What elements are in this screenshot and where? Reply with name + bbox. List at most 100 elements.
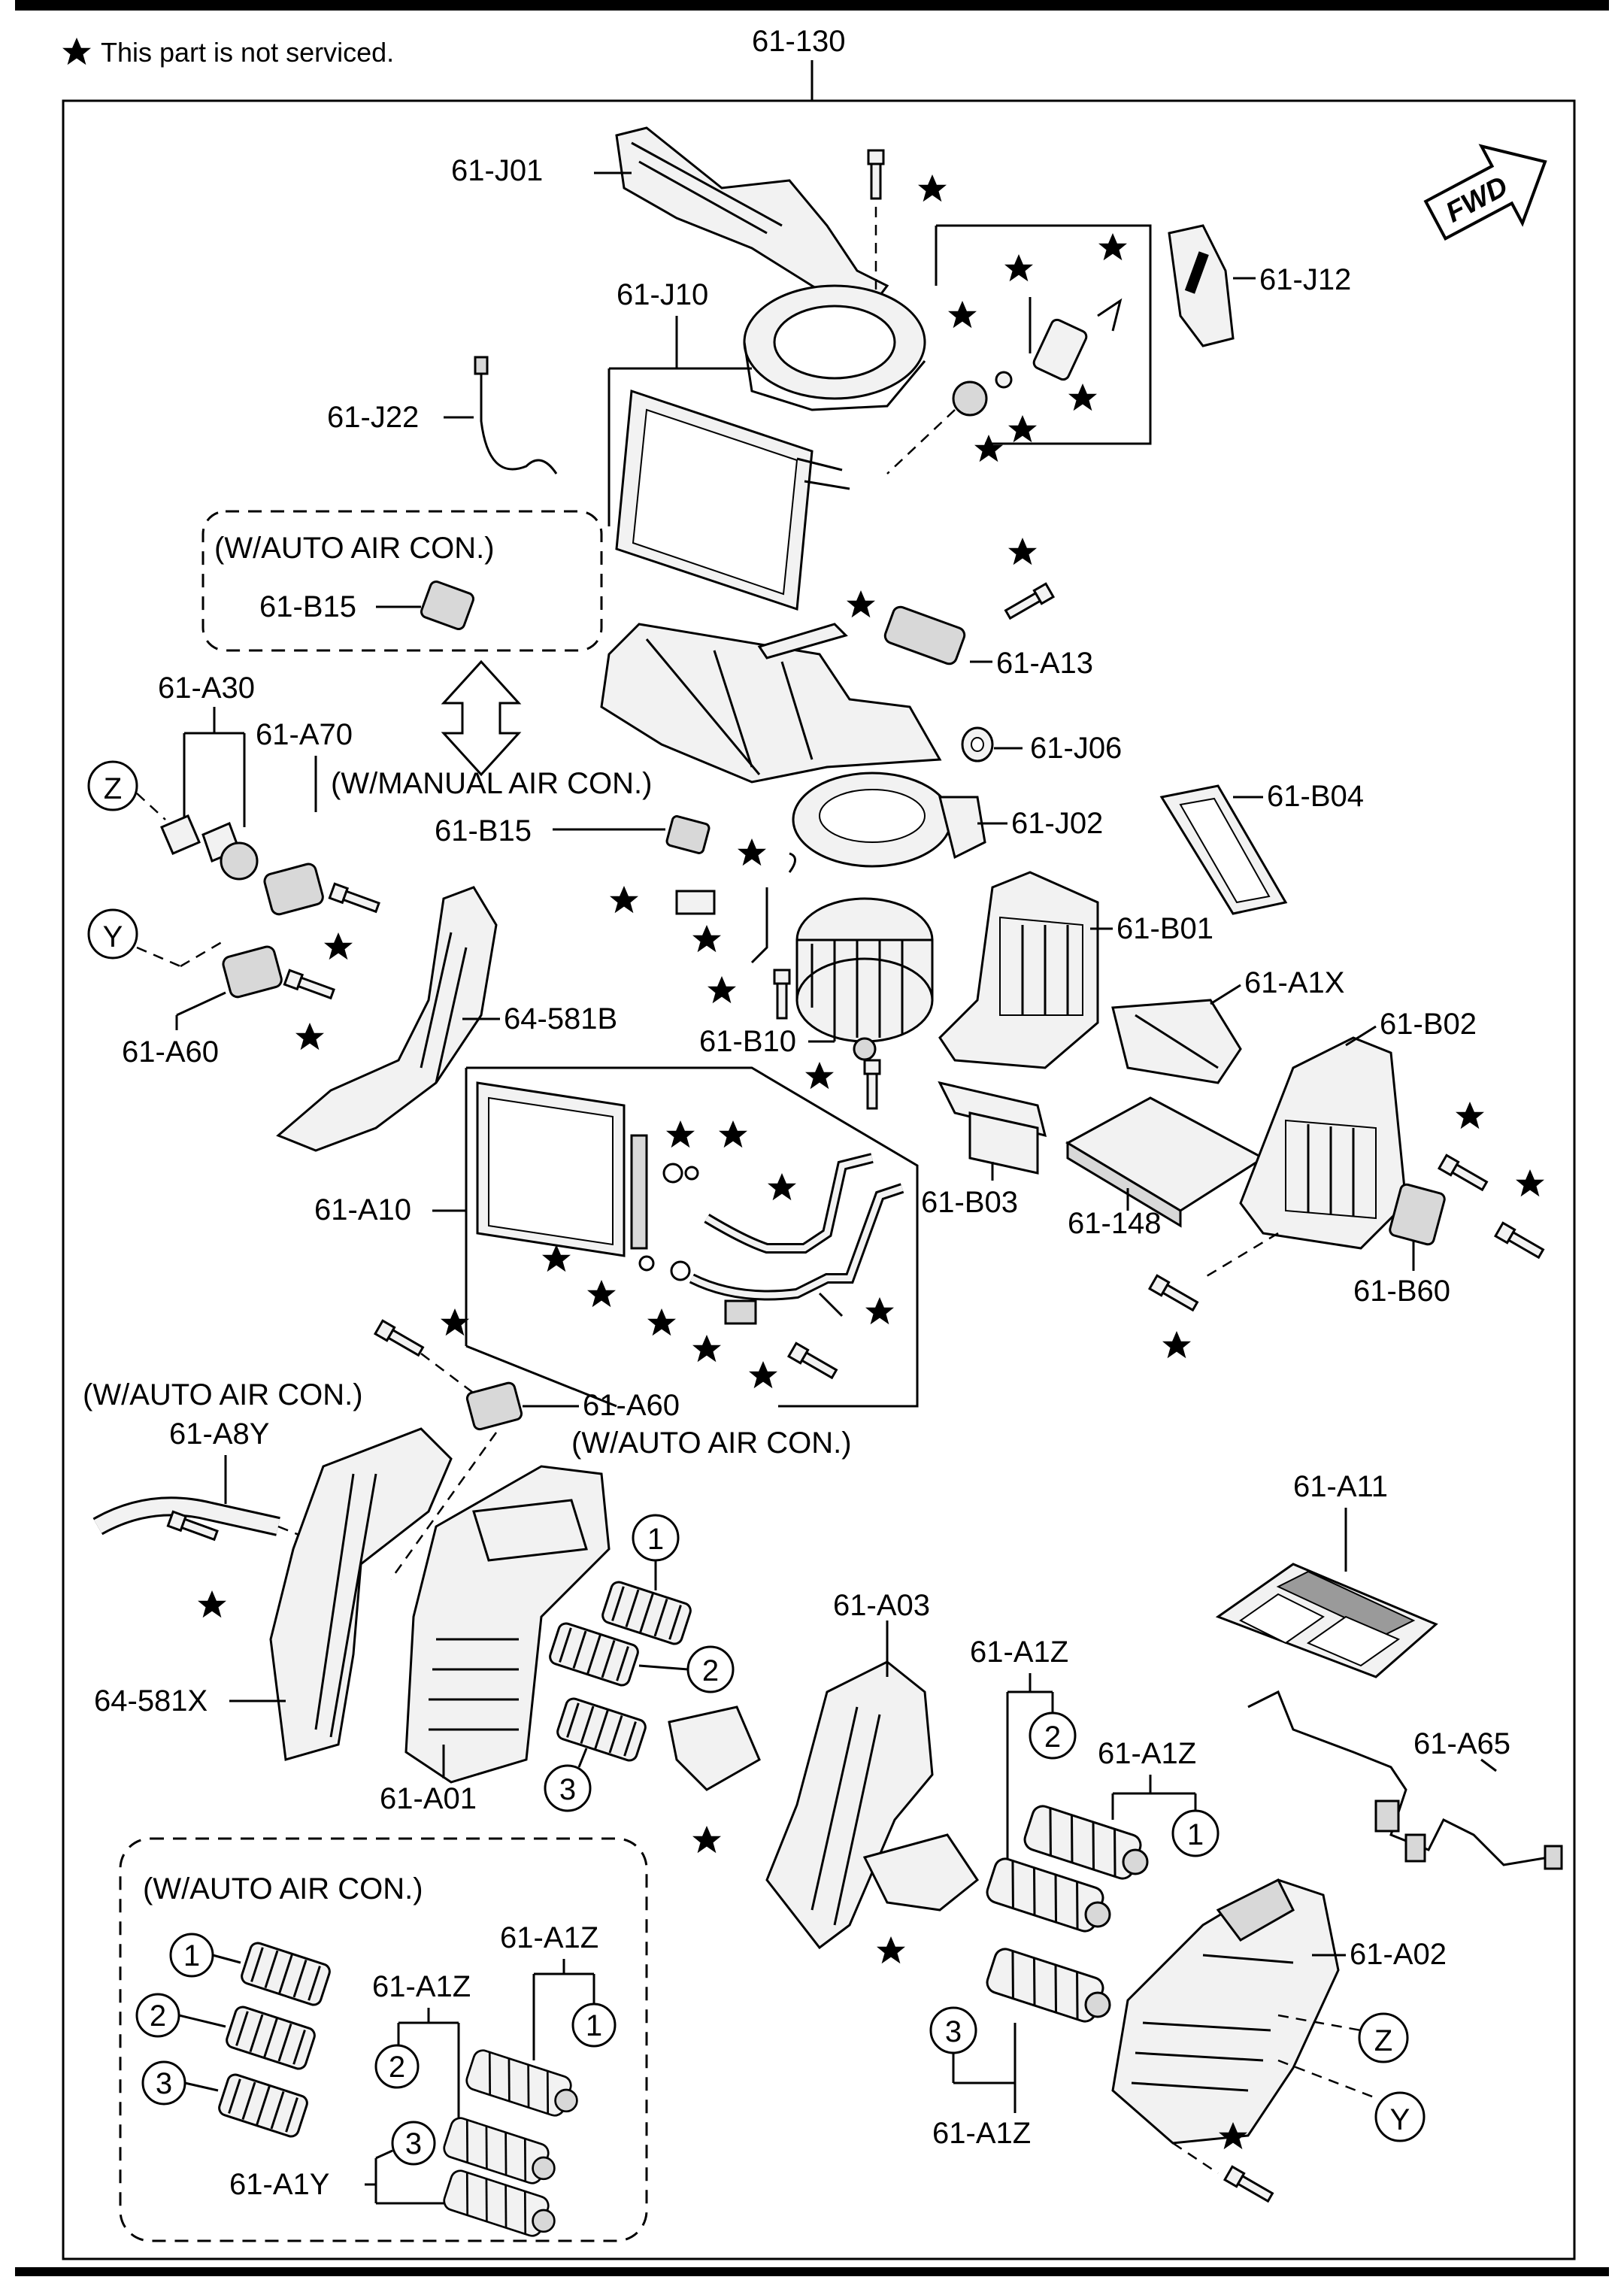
- bolt: [374, 1319, 426, 1360]
- callout-61-A1Z-mid: 61-A1Z: [1098, 1737, 1196, 1770]
- resistor-b03: [938, 1081, 1047, 1175]
- bolt: [787, 1342, 839, 1382]
- ref-circle-3: 3: [544, 1764, 592, 1812]
- svg-text:1: 1: [1187, 1818, 1204, 1851]
- grommet-j06: [961, 726, 994, 763]
- intake-case-b01: [938, 871, 1099, 1069]
- callout-61-J02: 61-J02: [1011, 807, 1103, 840]
- callout-61-148: 61-148: [1068, 1207, 1162, 1240]
- lever-a30-1: [160, 814, 201, 855]
- blower-scroll-j02: [792, 772, 986, 868]
- svg-text:3: 3: [559, 1773, 576, 1806]
- bolt: [773, 969, 791, 1020]
- callout-61-J12: 61-J12: [1259, 263, 1351, 296]
- box-door-1: [238, 1939, 333, 2009]
- link-piece: [668, 1705, 761, 1791]
- callout-61-B04: 61-B04: [1267, 780, 1364, 813]
- callout-61-A02: 61-A02: [1350, 1938, 1447, 1971]
- callout-61-A60-auto: 61-A60: [583, 1389, 680, 1422]
- callout-61-B10: 61-B10: [699, 1025, 796, 1058]
- auto-aircon-variant-box: [201, 510, 603, 652]
- duct-64-581B: [276, 886, 498, 1152]
- wire-harness-clip: [750, 887, 768, 964]
- heater-core-a10: [476, 1081, 648, 1257]
- bolt: [867, 149, 885, 200]
- auto-aircon-doors-box: [119, 1837, 648, 2242]
- bolt: [1148, 1274, 1200, 1314]
- o-ring-lower: [638, 1255, 691, 1281]
- ref-circle-1-box-right: 1: [571, 2003, 617, 2048]
- ref-circle-2-box: 2: [135, 1993, 180, 2038]
- callout-61-J22: 61-J22: [327, 401, 419, 434]
- svg-text:3: 3: [945, 2015, 962, 2048]
- heater-case-a02: [1111, 1878, 1340, 2145]
- mode-door-3: [554, 1695, 649, 1764]
- svg-text:1: 1: [647, 1523, 664, 1556]
- sensor-j22: [474, 356, 558, 474]
- callout-61-B01: 61-B01: [1116, 912, 1213, 945]
- svg-text:2: 2: [389, 2051, 405, 2084]
- wire-harness-a65: [1247, 1690, 1563, 1870]
- ref-circle-y: Y: [87, 908, 138, 960]
- not-serviced-note: This part is not serviced.: [101, 37, 394, 68]
- servo-a70: [263, 863, 324, 916]
- ref-circle-3-box: 3: [141, 2060, 186, 2106]
- callout-61-A11: 61-A11: [1293, 1470, 1388, 1503]
- svg-text:2: 2: [702, 1654, 719, 1687]
- ref-circle-3-right: 3: [929, 2006, 977, 2054]
- seal-plate-j12: [1168, 224, 1235, 347]
- assembly-ref-label: 61-130: [752, 25, 846, 58]
- assembly-frame: [62, 99, 1576, 2260]
- sensor-b15-auto: [420, 581, 474, 630]
- evaporator-j10: [615, 389, 850, 611]
- svg-text:3: 3: [156, 2067, 172, 2100]
- bolt: [328, 882, 381, 916]
- actuator-a60: [222, 945, 283, 999]
- link-lever: [757, 623, 848, 659]
- ref-circle-1: 1: [632, 1514, 680, 1562]
- callout-61-A1Y: 61-A1Y: [229, 2168, 329, 2201]
- mode-door-2: [547, 1620, 641, 1689]
- ref-circle-z: Z: [87, 760, 138, 811]
- callout-61-J10: 61-J10: [617, 278, 708, 311]
- callout-64-581X: 64-581X: [94, 1684, 208, 1718]
- callout-61-A1Z-box-2: 61-A1Z: [372, 1970, 471, 2003]
- bolt: [1494, 1221, 1546, 1262]
- callout-61-A1Z-bottom: 61-A1Z: [932, 2117, 1031, 2150]
- variant-label-auto: (W/AUTO AIR CON.): [214, 532, 495, 565]
- variant-label-auto-a8y: (W/AUTO AIR CON.): [83, 1378, 363, 1411]
- box-door-2: [223, 2003, 318, 2072]
- expansion-valve: [952, 297, 1123, 417]
- blower-motor-b10: [795, 897, 934, 1061]
- intake-housing-b02: [1239, 1036, 1407, 1250]
- callout-61-B15-manual: 61-B15: [435, 814, 532, 847]
- callout-61-A1Z-top: 61-A1Z: [970, 1636, 1068, 1669]
- variant-label-manual: (W/MANUAL AIR CON.): [331, 767, 652, 800]
- svg-text:2: 2: [1044, 1721, 1061, 1754]
- box-door-3: [216, 2071, 311, 2140]
- ref-circle-2: 2: [686, 1645, 735, 1693]
- o-ring: [662, 1163, 699, 1184]
- callout-61-J06: 61-J06: [1030, 732, 1122, 765]
- callout-61-A30: 61-A30: [158, 672, 255, 705]
- duct-j01: [615, 126, 889, 317]
- link-piece-lower: [862, 1833, 980, 1912]
- callout-61-B15-auto: 61-B15: [259, 590, 356, 623]
- bolt: [863, 1059, 881, 1110]
- svg-text:1: 1: [586, 2009, 602, 2042]
- bolt: [1003, 582, 1055, 623]
- bottom-rule: [15, 2267, 1609, 2276]
- aspirator-hose-a8y: [92, 1496, 280, 1536]
- callout-61-B60: 61-B60: [1353, 1275, 1450, 1308]
- callout-61-A1X: 61-A1X: [1244, 966, 1344, 999]
- svg-text:Y: Y: [103, 920, 123, 954]
- heater-case-a01: [404, 1465, 611, 1784]
- callout-64-581B: 64-581B: [504, 1002, 617, 1035]
- legend-star-icon: [62, 38, 91, 65]
- callout-61-A60: 61-A60: [122, 1035, 219, 1069]
- clamp: [675, 890, 716, 915]
- ref-circle-y-right: Y: [1374, 2091, 1426, 2142]
- svg-text:2: 2: [150, 1999, 166, 2033]
- box-actuator-1: [463, 2047, 578, 2119]
